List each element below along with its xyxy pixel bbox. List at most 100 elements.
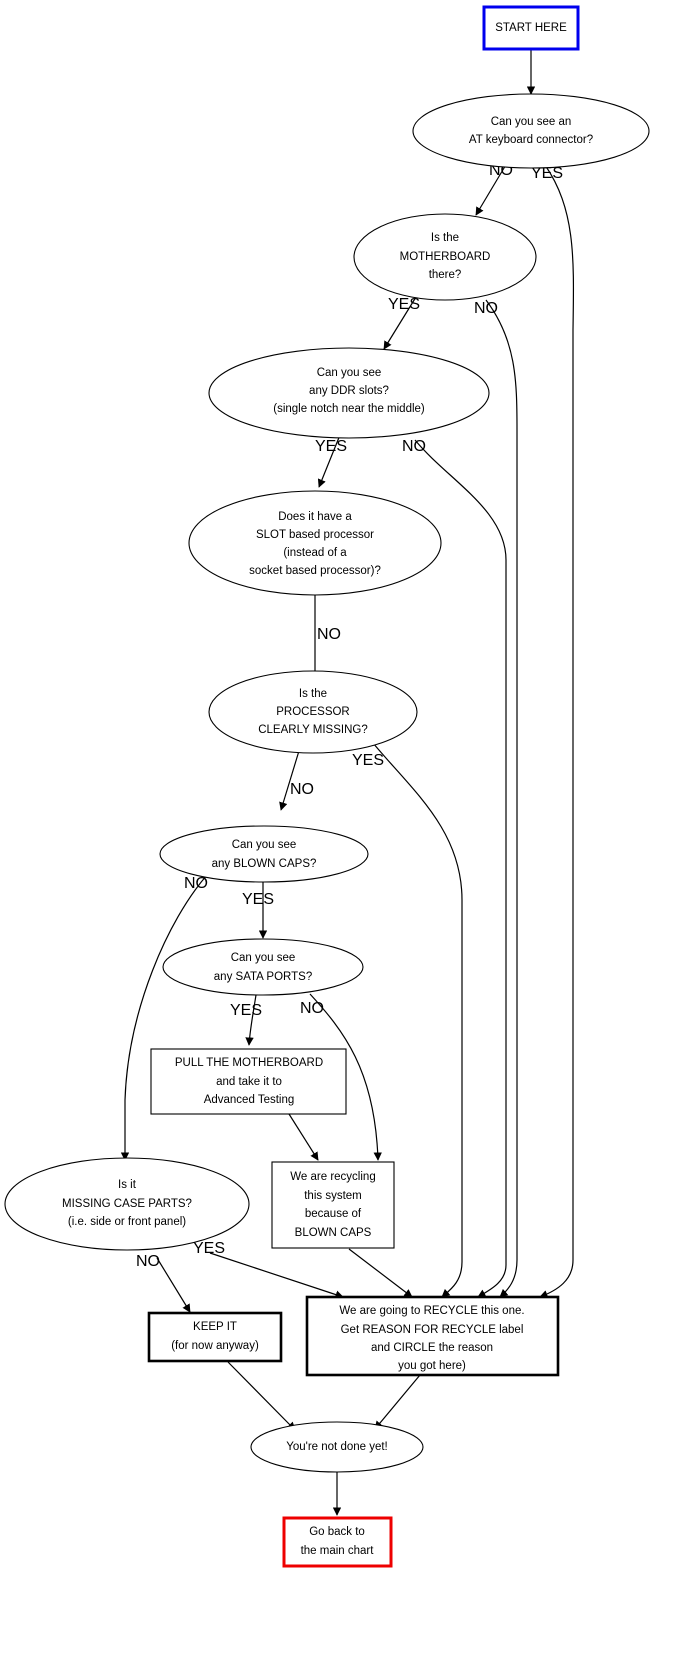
node-sata-ports[interactable]: Can you see any SATA PORTS? [162,938,364,996]
edge-label-caps-yes: YES [242,891,274,908]
rcaps-line-1: We are recycling [290,1171,375,1183]
node-recycling-blown-caps[interactable]: We are recycling this system because of … [271,1161,395,1249]
edges-layer [120,49,575,1516]
node-blown-caps[interactable]: Can you see any BLOWN CAPS? [159,825,369,883]
edge-case-parts-no-to-keep-it [156,1257,191,1313]
node-missing-case-parts[interactable]: Is it MISSING CASE PARTS? (i.e. side or … [4,1157,250,1251]
pull-line-3: Advanced Testing [204,1094,295,1106]
pull-line-2: and take it to [216,1076,282,1088]
edge-sata-yes-to-pull-mobo [245,994,257,1046]
keep-line-2: (for now anyway) [171,1340,259,1352]
edge-ddr-no-to-recycle [414,439,507,1298]
rcaps-line-2: this system [304,1190,362,1202]
edge-at-kbd-yes-to-recycle [539,164,575,1299]
missing-case-parts-ellipse[interactable] [4,1157,250,1251]
edge-recycle-to-not-done [374,1374,421,1430]
recycle-this-one-box[interactable] [305,1295,560,1377]
node-motherboard-there[interactable]: Is the MOTHERBOARD there? [353,213,537,301]
edge-sata-no-to-recycle-caps [309,993,382,1161]
edge-label-case-no: NO [136,1253,160,1270]
slot-processor-ellipse[interactable] [188,490,442,596]
node-start-here[interactable]: START HERE [482,5,580,51]
cpu-line-3: CLEARLY MISSING? [258,724,368,736]
at-keyboard-line-2: AT keyboard connector? [469,134,593,146]
edge-label-at-kbd-yes: YES [531,165,563,182]
slot-line-2: SLOT based processor [256,529,374,541]
ddr-line-3: (single notch near the middle) [273,403,425,415]
ddr-line-2: any DDR slots? [309,385,389,397]
not-done-yet-ellipse[interactable] [250,1421,424,1473]
rec-line-2: Get REASON FOR RECYCLE label [341,1324,524,1336]
blown-caps-ellipse[interactable] [159,825,369,883]
pull-motherboard-box[interactable] [150,1048,347,1115]
node-pull-motherboard[interactable]: PULL THE MOTHERBOARD and take it to Adva… [150,1048,347,1115]
ddr-line-1: Can you see [317,367,382,379]
motherboard-line-3: there? [429,269,462,281]
notdone-line-1: You're not done yet! [286,1441,388,1453]
start-here-box[interactable] [482,5,580,51]
edge-label-slot-no: NO [317,626,341,643]
motherboard-line-1: Is the [431,232,459,244]
caps-line-1: Can you see [232,839,297,851]
recycling-blown-caps-box[interactable] [271,1161,395,1249]
edge-case-parts-yes-to-recycle [209,1252,344,1299]
node-go-back-main-chart[interactable]: Go back to the main chart [282,1516,393,1568]
edge-label-sata-yes: YES [230,1002,262,1019]
motherboard-ellipse[interactable] [353,213,537,301]
processor-missing-ellipse[interactable] [208,670,418,754]
edge-mobo-no-to-recycle [485,299,518,1298]
rec-line-3: and CIRCLE the reason [371,1342,493,1354]
edge-label-ddr-no: NO [402,438,426,455]
edge-recycle-caps-to-recycle [348,1248,413,1298]
case-line-1: Is it [118,1179,137,1191]
node-at-keyboard-connector[interactable]: Can you see an AT keyboard connector? [412,93,650,169]
sata-line-1: Can you see [231,952,296,964]
node-keep-it[interactable]: KEEP IT (for now anyway) [147,1311,283,1363]
caps-line-2: any BLOWN CAPS? [212,858,317,870]
edge-pull-mobo-to-recycle-caps [288,1113,319,1161]
go-back-box[interactable] [282,1516,393,1568]
edge-cpu-missing-yes-to-recycle [372,742,463,1298]
keep-line-1: KEEP IT [193,1321,237,1333]
edge-ddr-yes-to-slot-cpu [317,434,341,488]
node-ddr-slots[interactable]: Can you see any DDR slots? (single notch… [208,347,490,439]
at-keyboard-line-1: Can you see an [491,116,572,128]
edge-keep-it-to-not-done [227,1361,296,1431]
edge-at-kbd-no-to-mobo [475,162,508,216]
edge-label-sata-no: NO [300,1000,324,1017]
cpu-line-2: PROCESSOR [276,706,350,718]
goback-line-1: Go back to [309,1526,365,1538]
rcaps-line-3: because of [305,1208,362,1220]
edge-label-mobo-no: NO [474,300,498,317]
case-line-2: MISSING CASE PARTS? [62,1198,192,1210]
node-recycle-this-one[interactable]: We are going to RECYCLE this one. Get RE… [305,1295,560,1377]
keep-it-box[interactable] [147,1311,283,1363]
edge-blown-caps-no-to-case-parts [120,874,208,1161]
rec-line-1: We are going to RECYCLE this one. [339,1305,524,1317]
case-line-3: (i.e. side or front panel) [68,1216,186,1228]
node-processor-missing[interactable]: Is the PROCESSOR CLEARLY MISSING? [208,670,418,754]
node-not-done-yet[interactable]: You're not done yet! [250,1421,424,1473]
slot-line-3: (instead of a [283,547,347,559]
goback-line-2: the main chart [301,1545,375,1557]
cpu-line-1: Is the [299,688,327,700]
pull-line-1: PULL THE MOTHERBOARD [175,1057,323,1069]
rcaps-line-4: BLOWN CAPS [295,1227,372,1239]
edge-label-caps-no: NO [184,875,208,892]
slot-line-4: socket based processor)? [249,565,381,577]
edge-label-cpu-no: NO [290,781,314,798]
edge-label-ddr-yes: YES [315,438,347,455]
edge-label-case-yes: YES [193,1240,225,1257]
sata-line-2: any SATA PORTS? [214,971,312,983]
edge-mobo-yes-to-ddr [383,296,417,350]
edge-label-cpu-yes: YES [352,752,384,769]
edge-label-mobo-yes: YES [388,296,420,313]
node-slot-based-processor[interactable]: Does it have a SLOT based processor (ins… [188,490,442,596]
sata-ports-ellipse[interactable] [162,938,364,996]
motherboard-line-2: MOTHERBOARD [400,251,491,263]
start-here-label: START HERE [495,22,567,34]
rec-line-4: you got here) [398,1360,466,1372]
at-keyboard-ellipse[interactable] [412,93,650,169]
ddr-slots-ellipse[interactable] [208,347,490,439]
